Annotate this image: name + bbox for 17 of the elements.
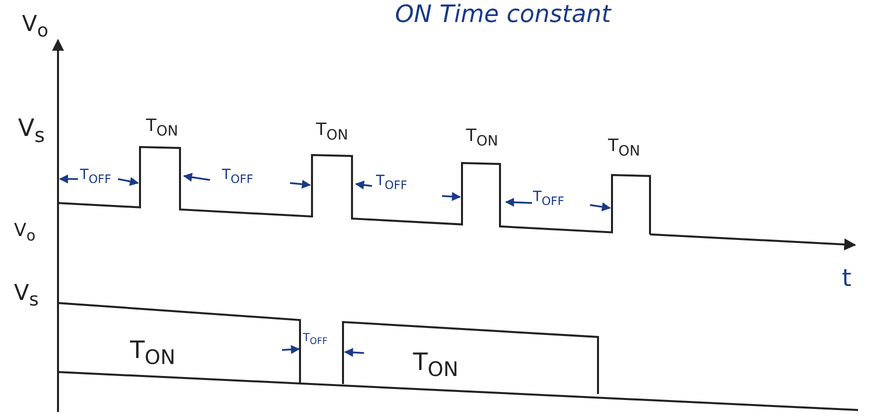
axis-label: V$_{s}$ <box>14 283 39 310</box>
duration-label: T$_{ON}$ <box>146 118 178 139</box>
duration-label: T$_{OFF}$ <box>303 332 328 346</box>
duration-label: T$_{OFF}$ <box>222 168 254 186</box>
duration-label: T$_{ON}$ <box>130 338 176 367</box>
duration-label: T$_{ON}$ <box>608 138 640 159</box>
duration-label: T$_{ON}$ <box>413 350 458 379</box>
duration-label: T$_{OFF}$ <box>533 190 564 208</box>
axis-label: t <box>842 266 852 290</box>
diagram-title: ON Time constant <box>395 2 611 26</box>
duration-label: T$_{ON}$ <box>466 128 498 149</box>
axis-label: V$_{o}$ <box>22 14 48 41</box>
duration-label: T$_{ON}$ <box>316 122 348 143</box>
duration-label: T$_{OFF}$ <box>376 174 408 192</box>
duration-label: T$_{OFF}$ <box>80 168 112 186</box>
axis-label: V$_{o}$ <box>14 222 36 244</box>
axis-label: V$_{s}$ <box>18 116 45 145</box>
